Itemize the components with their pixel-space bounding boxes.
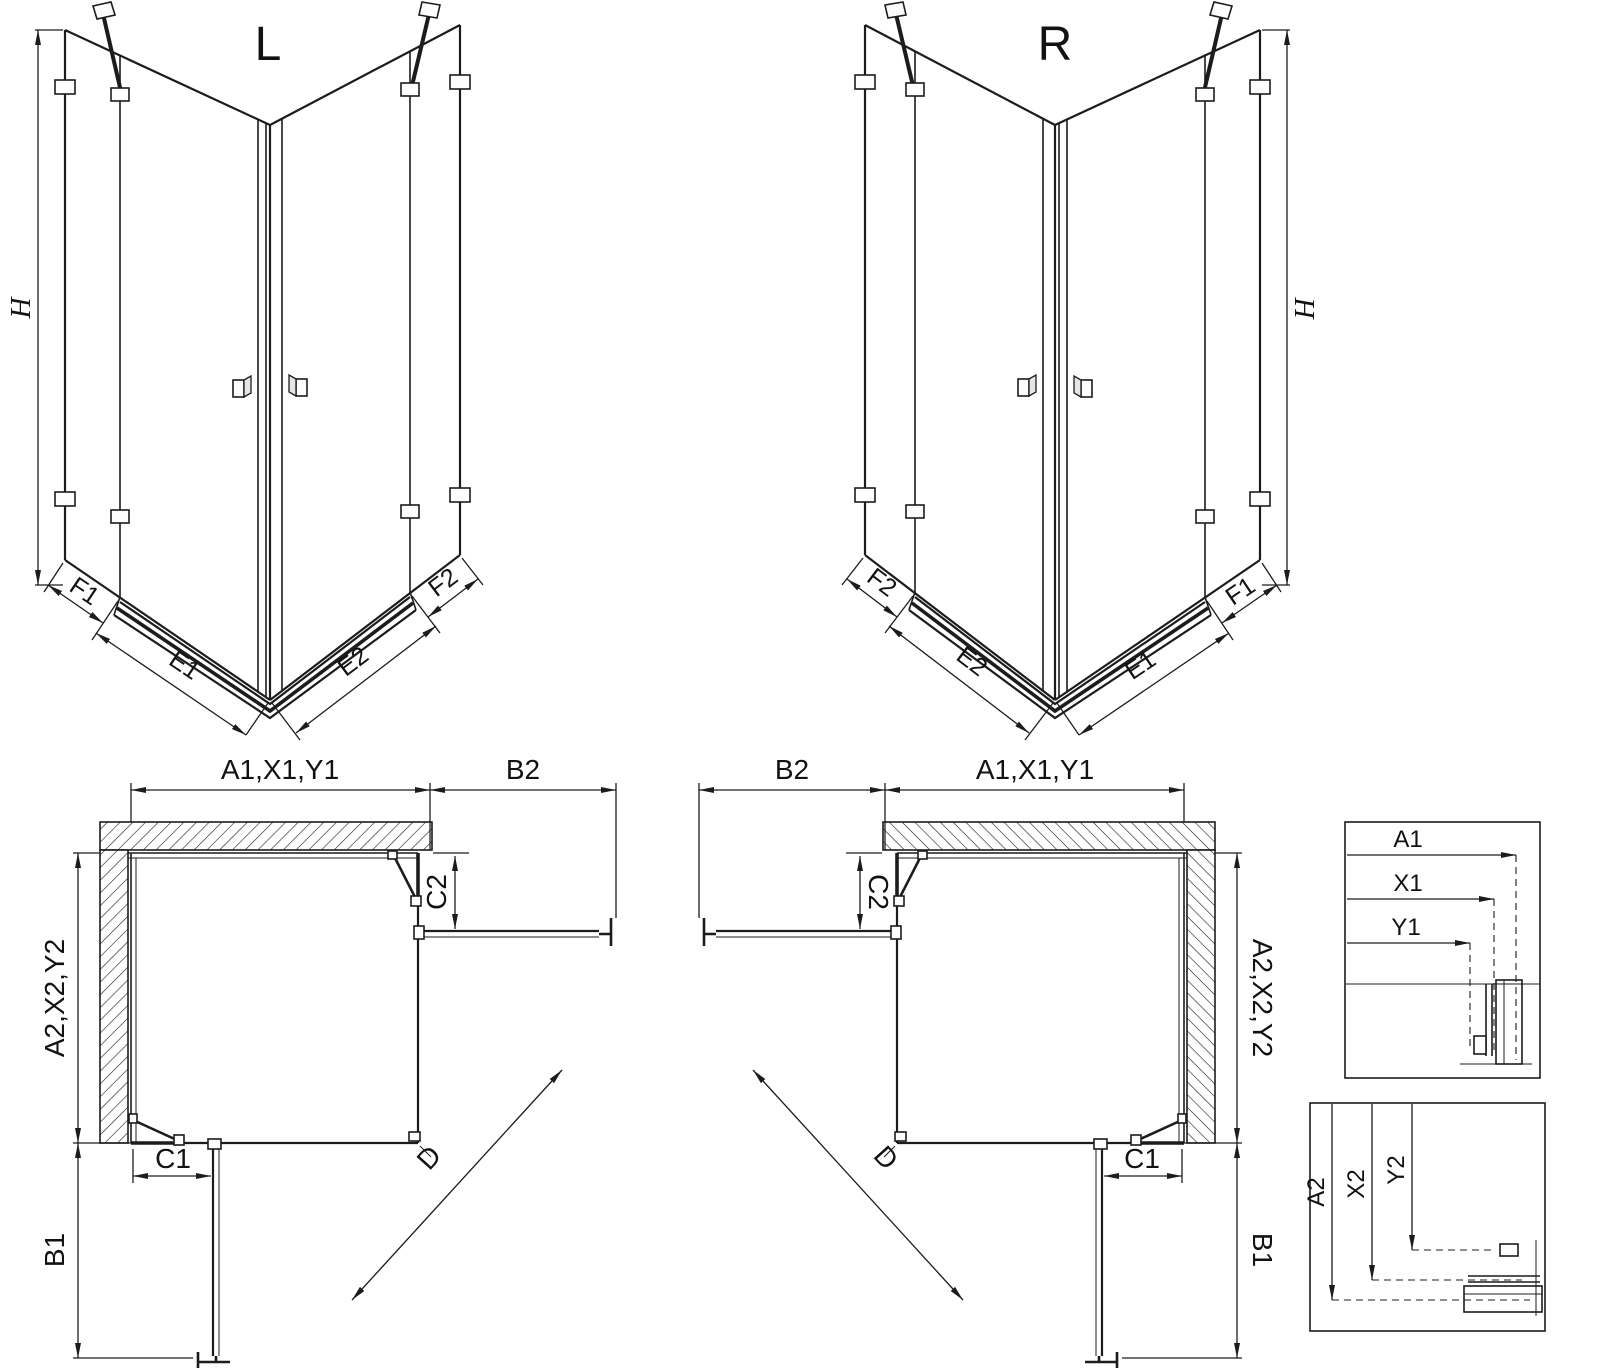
- dim-label-f2-right: F2: [862, 563, 902, 603]
- dim-label-b2-left: B2: [506, 754, 540, 785]
- detail-widths-box: A1 X1 Y1: [1344, 821, 1541, 1079]
- dim-label-top-width-right: A1,X1,Y1: [976, 754, 1094, 785]
- detail-depths-box: A2 X2 Y2: [1303, 1102, 1546, 1332]
- perspective-right-view: R H F2 E2 E1 F1: [842, 2, 1320, 740]
- dim-label-d-right: D: [868, 1140, 905, 1176]
- plan-left-geometry: [73, 783, 616, 1368]
- detail-label-x2: X2: [1343, 1169, 1370, 1198]
- dim-label-c2-right: C2: [863, 874, 894, 910]
- view-title-l: L: [255, 18, 282, 71]
- perspective-left-view: L H F1 E1 E2 F2: [5, 2, 483, 740]
- perspective-right-geometry: [842, 2, 1290, 740]
- view-title-r: R: [1038, 18, 1073, 71]
- detail-label-a1: A1: [1393, 826, 1422, 853]
- dim-label-c1-right: C1: [1124, 1143, 1160, 1174]
- dim-label-f2-left: F2: [423, 563, 463, 603]
- plan-right-view: A1,X1,Y1 B2 A2,X2,Y2 B1 C2 C1 D: [699, 754, 1278, 1368]
- dim-label-b2-right: B2: [775, 754, 809, 785]
- detail-widths-frame: [1344, 821, 1541, 1079]
- detail-label-y2: Y2: [1383, 1155, 1410, 1184]
- dim-label-h-left: H: [5, 295, 37, 319]
- dim-label-side-depth-right: A2,X2,Y2: [1247, 939, 1278, 1057]
- dim-label-top-width-left: A1,X1,Y1: [221, 754, 339, 785]
- dim-label-c1-left: C1: [155, 1143, 191, 1174]
- detail-label-a2: A2: [1303, 1177, 1330, 1206]
- dim-label-c2-left: C2: [421, 874, 452, 910]
- detail-label-x1: X1: [1393, 870, 1422, 897]
- wall-profile-section-depth: [1463, 1285, 1543, 1313]
- dim-label-f1-right: F1: [1221, 572, 1261, 612]
- dim-label-h-right: H: [1288, 297, 1320, 321]
- detail-label-y1: Y1: [1391, 914, 1420, 941]
- wall-profile-section: [1495, 979, 1523, 1065]
- dim-label-f1-left: F1: [65, 572, 105, 612]
- detail-depths-frame: [1309, 1102, 1546, 1332]
- perspective-left-geometry: [35, 2, 483, 740]
- plan-left-view: A1,X1,Y1 B2 A2,X2,Y2 B1 C2 C1 D: [39, 754, 616, 1368]
- plan-right-geometry: [699, 783, 1242, 1368]
- dim-label-side-depth-left: A2,X2,Y2: [39, 939, 70, 1057]
- dim-label-b1-left: B1: [39, 1233, 70, 1267]
- dim-label-d-left: D: [411, 1140, 448, 1176]
- dim-label-b1-right: B1: [1247, 1233, 1278, 1267]
